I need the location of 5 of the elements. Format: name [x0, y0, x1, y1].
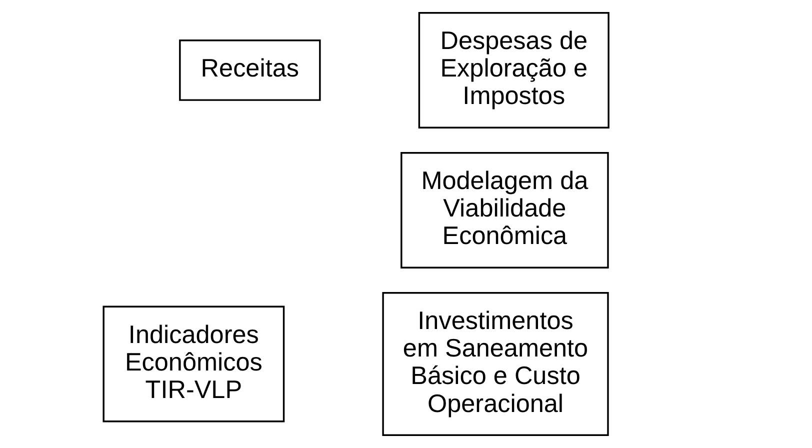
node-box: Investimentos em Saneamento Básico e Custo Operacional — [382, 292, 609, 436]
node-box: Modelagem da Viabilidade Econômica — [400, 152, 609, 268]
node-box: Indicadores Econômicos TIR-VLP — [102, 306, 285, 422]
node-box: Receitas — [179, 40, 321, 101]
node-box: Despesas de Exploração e Impostos — [418, 12, 610, 128]
